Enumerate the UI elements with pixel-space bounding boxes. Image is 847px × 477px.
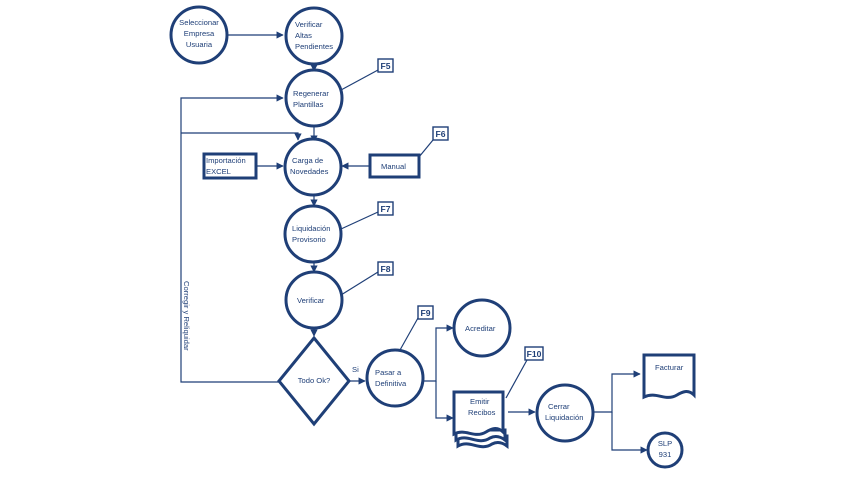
node-verificar-label: Verificar xyxy=(297,296,325,305)
node-manual-label: Manual xyxy=(381,162,406,171)
node-todo-ok-label: Todo Ok? xyxy=(298,376,331,385)
node-pasar-a-definitiva: Pasar a Definitiva xyxy=(365,348,425,408)
node-manual: Manual xyxy=(368,153,421,179)
function-key-f8: F8 xyxy=(377,261,394,276)
node-todo-ok-decision: Todo Ok? xyxy=(277,335,351,427)
f9-leader xyxy=(399,317,419,351)
f10-label: F10 xyxy=(527,349,542,359)
corregir-reliquidar-label: Corregir y Reliquidar xyxy=(182,281,191,351)
node-liquidacion-line-1: Liquidación xyxy=(292,224,330,233)
node-verificar-altas: Verificar Altas Pendientes xyxy=(284,6,344,66)
f5-leader xyxy=(340,69,379,91)
node-seleccionar-empresa: Seleccionar Empresa Usuaria xyxy=(169,5,229,65)
connector-loop-to-carga xyxy=(181,132,302,141)
f7-label: F7 xyxy=(380,204,390,214)
node-verificar-altas-line-3: Pendientes xyxy=(295,42,333,51)
node-seleccionar-line-3: Usuaria xyxy=(186,40,213,49)
f10-leader xyxy=(505,359,528,399)
node-cerrar-line-2: Liquidación xyxy=(545,413,583,422)
f8-label: F8 xyxy=(380,264,390,274)
function-key-f5: F5 xyxy=(377,58,394,73)
f9-label: F9 xyxy=(420,308,430,318)
node-carga-novedades: Carga de Novedades xyxy=(283,137,343,197)
node-verificar: Verificar xyxy=(284,270,344,330)
node-verificar-altas-line-1: Verificar xyxy=(295,20,323,29)
node-slp-line-1: SLP xyxy=(658,439,672,448)
f6-leader xyxy=(418,139,434,158)
node-liquidacion-line-2: Provisorio xyxy=(292,235,326,244)
node-cerrar-liquidacion: Cerrar Liquidación xyxy=(535,383,595,443)
function-key-f7: F7 xyxy=(377,201,394,216)
connector-cerrar-slp xyxy=(611,412,648,454)
node-importacion-excel: Importación EXCEL xyxy=(202,152,258,180)
node-seleccionar-line-2: Empresa xyxy=(184,29,215,38)
f7-leader xyxy=(340,211,379,230)
node-slp-931: SLP 931 xyxy=(646,431,684,469)
node-facturar-label: Facturar xyxy=(655,363,684,372)
node-acreditar: Acreditar xyxy=(452,298,512,358)
connector-pasar-branch xyxy=(424,324,454,382)
node-carga-line-2: Novedades xyxy=(290,167,329,176)
node-verificar-altas-line-2: Altas xyxy=(295,31,312,40)
node-regenerar-line-1: Regenerar xyxy=(293,89,329,98)
connector-cerrar-branch xyxy=(594,370,641,413)
node-importacion-line-2: EXCEL xyxy=(206,167,231,176)
node-regenerar-plantillas: Regenerar Plantillas xyxy=(284,68,344,128)
node-liquidacion-provisorio: Liquidación Provisorio xyxy=(283,204,343,264)
node-acreditar-label: Acreditar xyxy=(465,324,496,333)
node-carga-line-1: Carga de xyxy=(292,156,323,165)
node-seleccionar-line-1: Seleccionar xyxy=(179,18,219,27)
connector-pasar-emitir xyxy=(435,381,454,422)
function-key-f9: F9 xyxy=(417,305,434,320)
node-emitir-line-2: Recibos xyxy=(468,408,496,417)
node-slp-line-2: 931 xyxy=(659,450,672,459)
node-importacion-line-1: Importación xyxy=(206,156,246,165)
node-facturar: Facturar xyxy=(642,353,696,400)
si-branch-label: Si xyxy=(352,365,359,374)
node-emitir-recibos: Emitir Recibos xyxy=(452,390,509,449)
connector-corregir-reliquidar-loop xyxy=(180,94,284,383)
node-pasar-line-1: Pasar a xyxy=(375,368,402,377)
f5-label: F5 xyxy=(380,61,390,71)
f6-label: F6 xyxy=(435,129,445,139)
node-cerrar-line-1: Cerrar xyxy=(548,402,570,411)
function-key-f10: F10 xyxy=(524,346,544,361)
node-regenerar-line-2: Plantillas xyxy=(293,100,324,109)
function-key-f6: F6 xyxy=(432,126,449,141)
node-pasar-line-2: Definitiva xyxy=(375,379,407,388)
node-emitir-line-1: Emitir xyxy=(470,397,490,406)
f8-leader xyxy=(340,271,379,296)
